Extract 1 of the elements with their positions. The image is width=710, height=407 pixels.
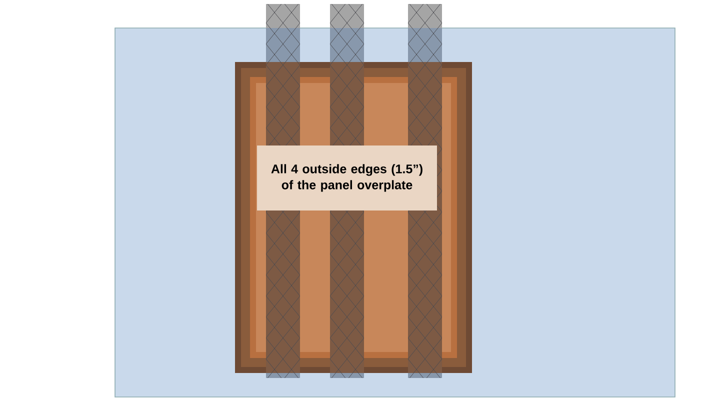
text-box: All 4 outside edges (1.5”) of the panel overplate	[257, 146, 437, 210]
